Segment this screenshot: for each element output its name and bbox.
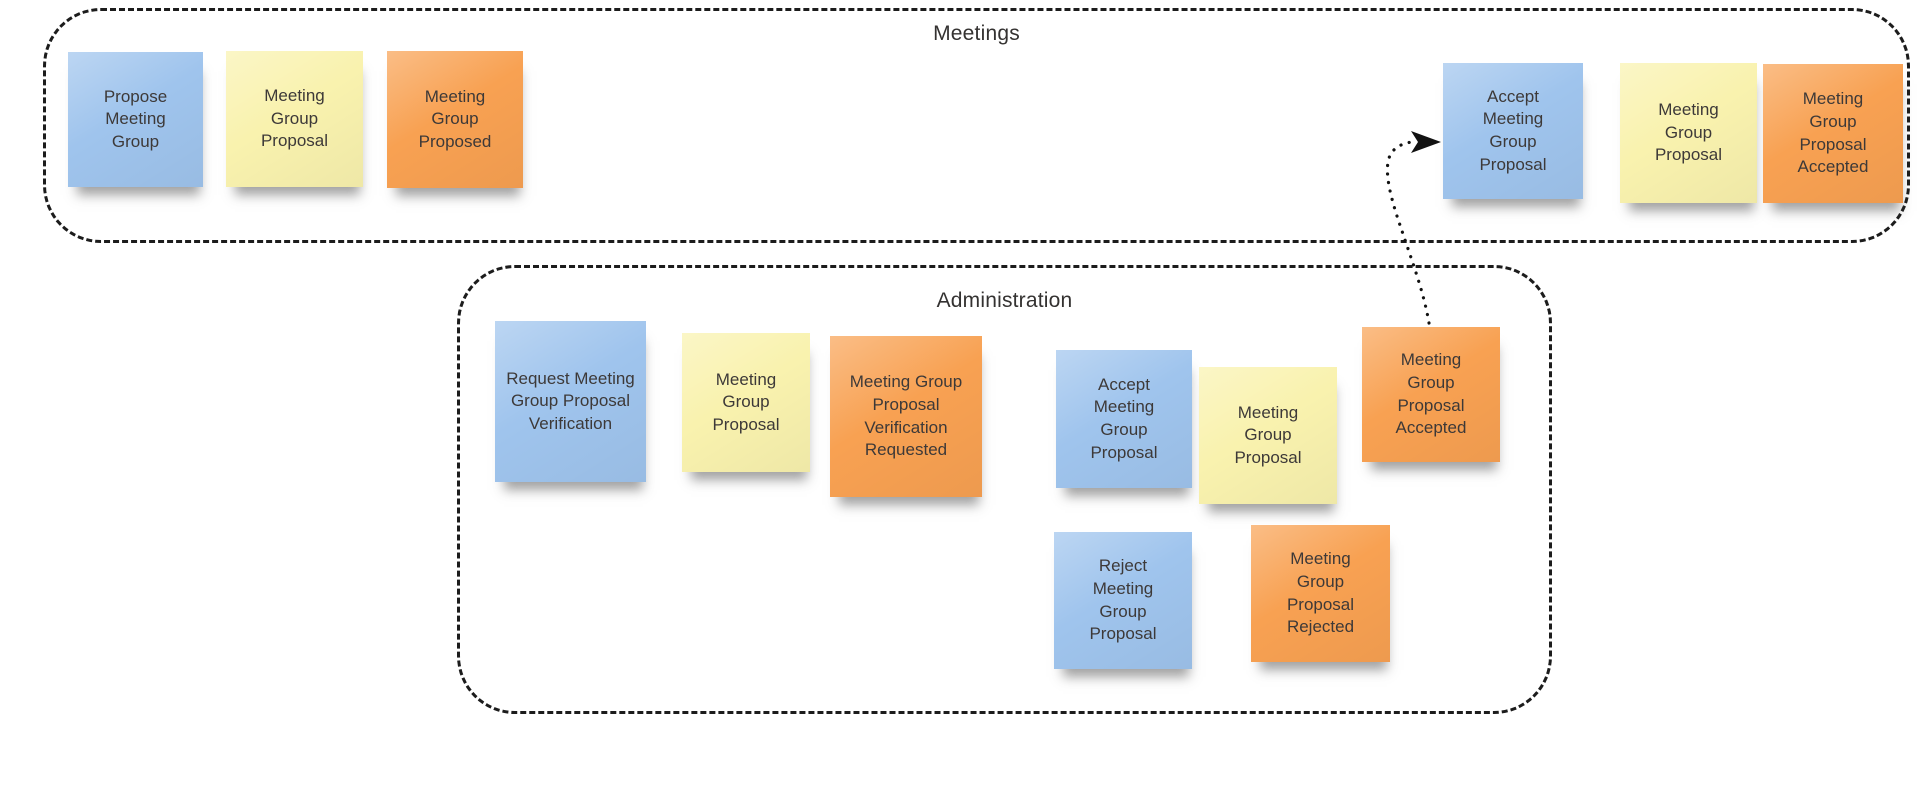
- note-meeting-group-proposal-admin-left[interactable]: Meeting Group Proposal: [682, 333, 810, 472]
- note-meeting-group-proposal-meetings-right[interactable]: Meeting Group Proposal: [1620, 63, 1757, 203]
- note-meeting-group-proposed[interactable]: Meeting Group Proposed: [387, 51, 523, 188]
- note-label: Meeting Group Proposal: [260, 86, 329, 151]
- note-label: Meeting Group Proposal: [1234, 402, 1302, 467]
- note-label: Propose Meeting Group: [103, 86, 168, 151]
- note-accept-meeting-group-proposal-admin[interactable]: Accept Meeting Group Proposal: [1056, 350, 1192, 488]
- note-meeting-group-proposal-accepted-admin[interactable]: Meeting Group Proposal Accepted: [1362, 327, 1500, 462]
- note-label: Meeting Group Proposal Rejected: [1286, 549, 1355, 637]
- note-meeting-group-proposal-verification-requested[interactable]: Meeting Group Proposal Verification Requ…: [830, 336, 982, 497]
- note-label: Meeting Group Proposal Accepted: [1395, 350, 1467, 438]
- note-accept-meeting-group-proposal-meetings[interactable]: Accept Meeting Group Proposal: [1443, 63, 1583, 199]
- note-label: Accept Meeting Group Proposal: [1090, 374, 1158, 462]
- lane-administration[interactable]: Administration: [457, 265, 1552, 714]
- note-meeting-group-proposal-meetings-left[interactable]: Meeting Group Proposal: [226, 51, 363, 187]
- lane-title-meetings: Meetings: [933, 22, 1020, 45]
- note-label: Meeting Group Proposed: [418, 86, 492, 151]
- note-reject-meeting-group-proposal[interactable]: Reject Meeting Group Proposal: [1054, 532, 1192, 669]
- note-label: Meeting Group Proposal Accepted: [1797, 89, 1869, 177]
- note-label: Meeting Group Proposal: [1654, 100, 1723, 165]
- note-label: Meeting Group Proposal Verification Requ…: [849, 372, 963, 460]
- lane-title-administration: Administration: [936, 289, 1073, 312]
- note-meeting-group-proposal-rejected[interactable]: Meeting Group Proposal Rejected: [1251, 525, 1390, 662]
- note-meeting-group-proposal-admin-right[interactable]: Meeting Group Proposal: [1199, 367, 1337, 504]
- note-label: Meeting Group Proposal: [712, 369, 780, 434]
- note-meeting-group-proposal-accepted-meetings[interactable]: Meeting Group Proposal Accepted: [1763, 64, 1903, 203]
- lane-meetings[interactable]: Meetings: [43, 8, 1910, 243]
- note-label: Reject Meeting Group Proposal: [1089, 556, 1157, 644]
- note-propose-meeting-group[interactable]: Propose Meeting Group: [68, 52, 203, 187]
- note-label: Accept Meeting Group Proposal: [1479, 86, 1547, 174]
- note-label: Request Meeting Group Proposal Verificat…: [506, 368, 635, 433]
- note-request-meeting-group-proposal-verification[interactable]: Request Meeting Group Proposal Verificat…: [495, 321, 646, 482]
